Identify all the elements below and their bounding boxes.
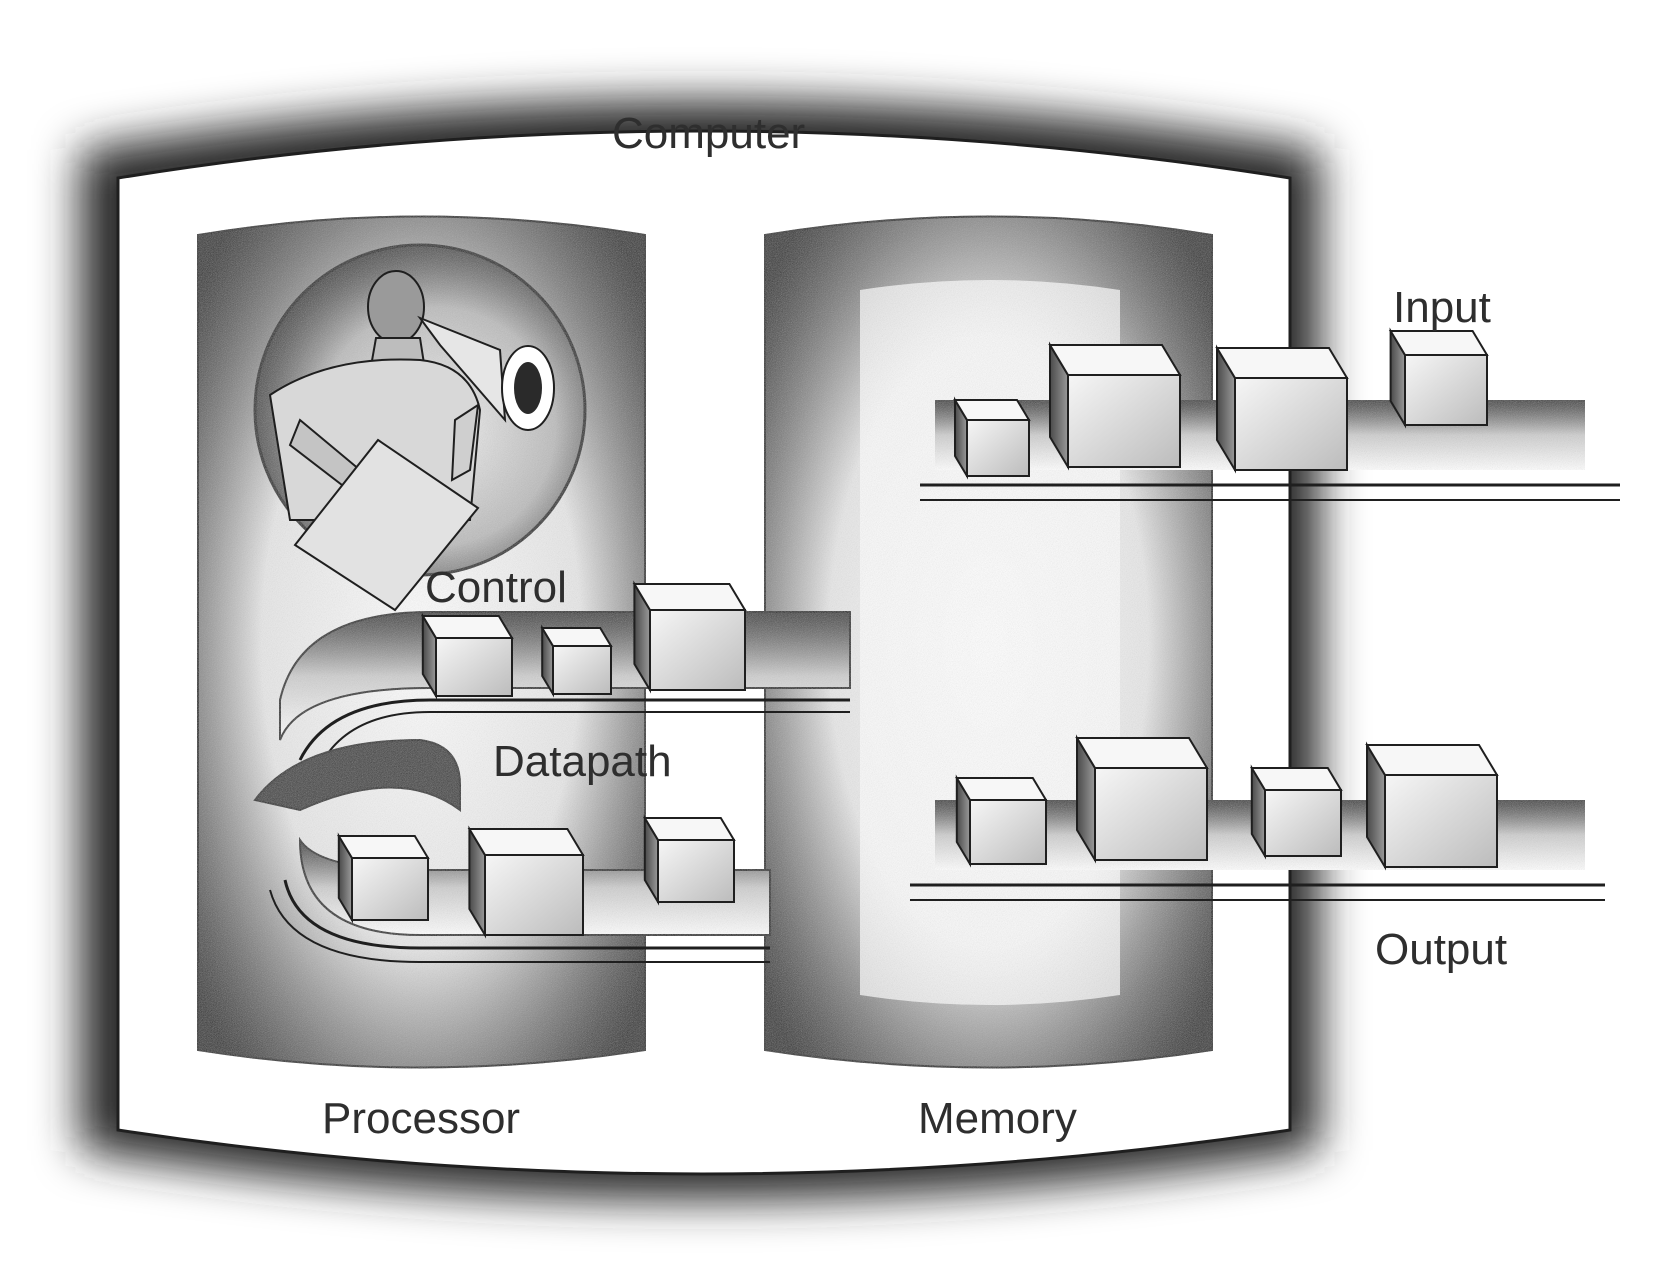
data-block-icon [467,825,585,939]
memory-label: Memory [918,1094,1077,1143]
output-label: Output [1375,925,1508,974]
computer-label: Computer [612,109,806,158]
control-label: Control [425,563,567,612]
data-block-icon [337,832,430,924]
data-block-icon [1250,764,1343,860]
processor-label: Processor [322,1094,521,1143]
data-block-icon [1075,734,1209,864]
data-block-icon [1365,741,1499,871]
data-block-icon [953,396,1031,480]
paper-sheet-icon [293,438,480,612]
data-block-icon [1215,344,1349,474]
input-label: Input [1393,283,1491,332]
data-block-icon [1048,341,1182,471]
data-block-icon [540,624,613,698]
data-block-icon [643,814,736,906]
data-block-icon [955,774,1048,868]
data-block-icon [421,612,514,700]
data-blocks [337,327,1499,939]
datapath-label: Datapath [493,737,672,786]
data-block-icon [632,580,747,694]
data-block-icon [1388,327,1489,429]
